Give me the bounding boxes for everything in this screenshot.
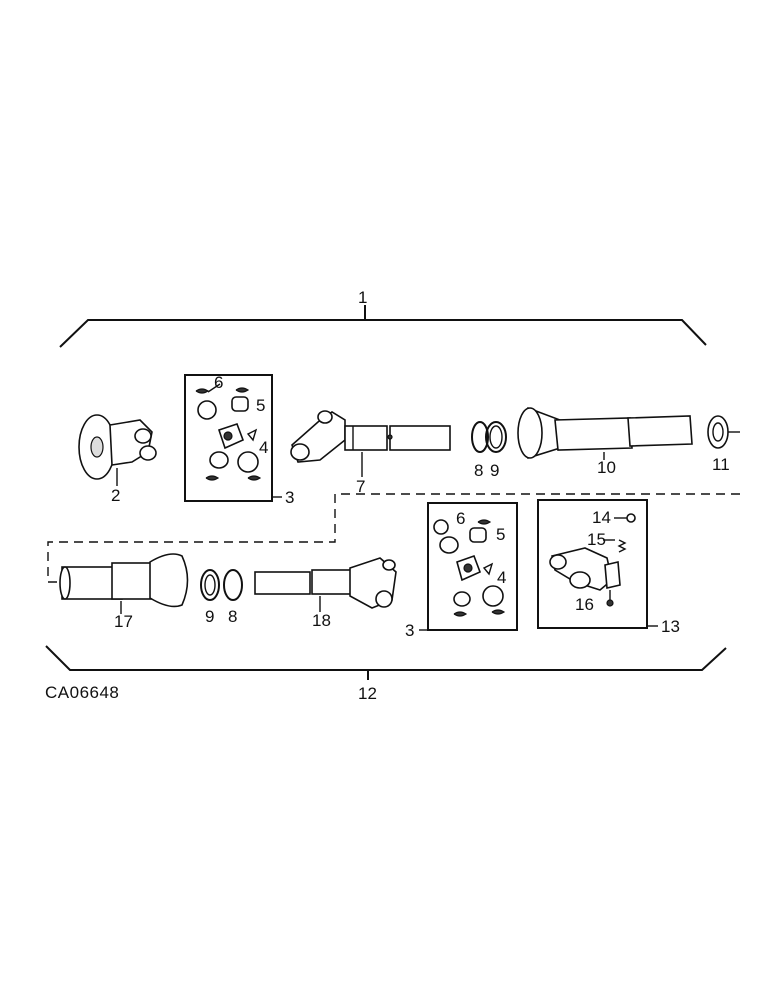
snap-rings-lower bbox=[200, 569, 243, 601]
cross-bearing-kit-lower bbox=[419, 502, 518, 631]
shield-tube bbox=[517, 407, 693, 460]
shaft-yoke-upper bbox=[290, 410, 451, 477]
label-5-upper: 5 bbox=[256, 396, 265, 415]
label-9-upper: 9 bbox=[490, 461, 499, 480]
assembly-bracket-lower bbox=[45, 645, 727, 680]
yoke-kit bbox=[537, 499, 658, 629]
label-15: 15 bbox=[587, 530, 606, 549]
flange-yoke bbox=[78, 414, 157, 486]
label-8-lower: 8 bbox=[228, 607, 237, 626]
label-5-lower: 5 bbox=[496, 525, 505, 544]
label-10: 10 bbox=[597, 458, 616, 477]
label-17: 17 bbox=[114, 612, 133, 631]
label-14: 14 bbox=[592, 508, 611, 527]
label-8-upper: 8 bbox=[474, 461, 483, 480]
label-11: 11 bbox=[712, 455, 730, 474]
label-16: 16 bbox=[575, 595, 594, 614]
diagram-code: CA06648 bbox=[45, 683, 119, 702]
label-6-lower: 6 bbox=[456, 509, 465, 528]
label-3-lower: 3 bbox=[405, 621, 414, 640]
label-12: 12 bbox=[358, 684, 377, 703]
collar bbox=[707, 415, 740, 449]
snap-rings-upper bbox=[471, 421, 507, 453]
label-9-lower: 9 bbox=[205, 607, 214, 626]
label-2: 2 bbox=[111, 486, 120, 505]
shaft-yoke-lower bbox=[254, 557, 397, 612]
label-1: 1 bbox=[358, 288, 367, 307]
label-3-upper: 3 bbox=[285, 488, 294, 507]
label-18: 18 bbox=[312, 611, 331, 630]
label-4-lower: 4 bbox=[497, 568, 506, 587]
cross-bearing-kit-upper bbox=[184, 374, 282, 502]
label-4-upper: 4 bbox=[259, 438, 268, 457]
label-6-upper: 6 bbox=[214, 373, 223, 392]
label-7: 7 bbox=[356, 477, 365, 496]
assembly-bracket-upper bbox=[59, 305, 707, 348]
shield-tube-lower bbox=[59, 553, 189, 614]
dashed-connector bbox=[47, 493, 740, 583]
label-13: 13 bbox=[661, 617, 680, 636]
